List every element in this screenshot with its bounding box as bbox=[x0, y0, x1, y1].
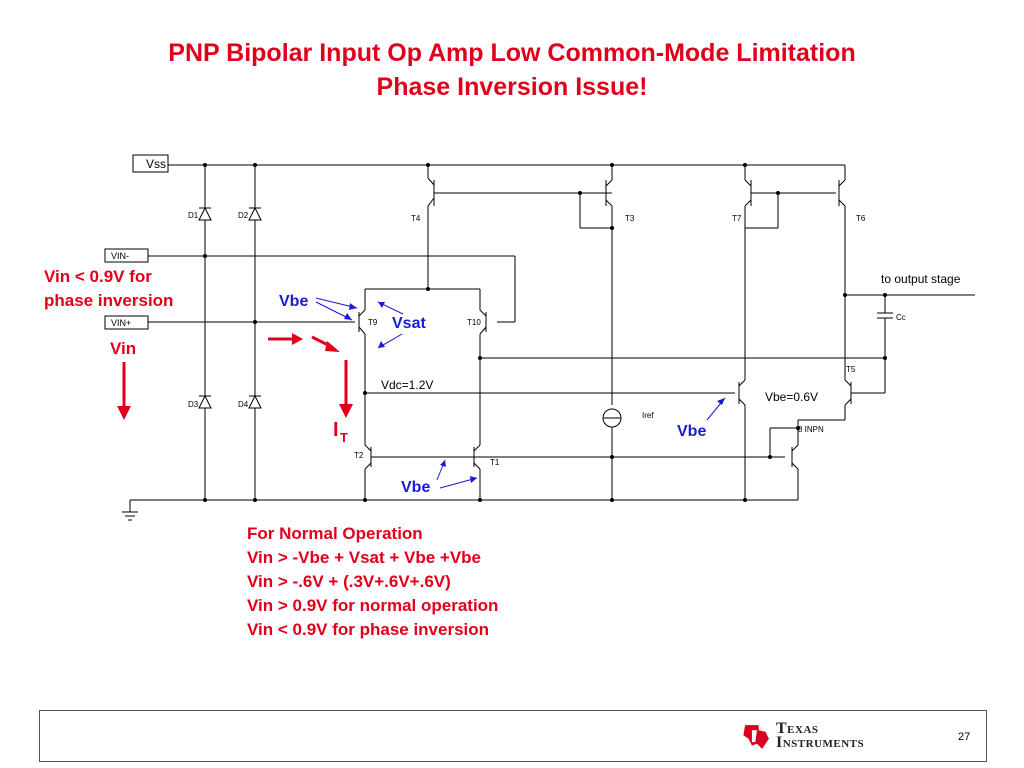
annotation-vbe-bottom: Vbe bbox=[401, 479, 430, 496]
vin-minus-label: VIN- bbox=[111, 251, 129, 261]
diodes bbox=[198, 206, 262, 409]
slide-title-line2: Phase Inversion Issue! bbox=[376, 73, 648, 101]
annotation-vbe-right: Vbe bbox=[677, 423, 706, 440]
vin-plus-label: VIN+ bbox=[111, 318, 131, 328]
circuit-schematic: Vss VIN- VIN+ D1 D2 D3 D4 T4 T3 T7 T6 T9… bbox=[44, 154, 975, 521]
label-t9: T9 bbox=[368, 318, 378, 327]
label-vdc: Vdc=1.2V bbox=[381, 378, 433, 392]
label-to-output: to output stage bbox=[881, 272, 961, 286]
normal-operation-notes: For Normal Operation Vin > -Vbe + Vsat +… bbox=[247, 522, 498, 642]
annotation-vbe-top: Vbe bbox=[279, 293, 308, 310]
label-d1: D1 bbox=[188, 211, 199, 220]
label-t3: T3 bbox=[625, 214, 635, 223]
notes-line4: Vin > 0.9V for normal operation bbox=[247, 596, 499, 615]
vin-minus-terminal: VIN- bbox=[104, 248, 149, 263]
blue-arrowheads bbox=[344, 302, 725, 483]
label-iref: Iref bbox=[642, 411, 654, 420]
diode-d2 bbox=[248, 206, 262, 221]
it-label: I T bbox=[333, 419, 348, 445]
it-main: I bbox=[333, 419, 339, 441]
annotation-vsat: Vsat bbox=[392, 315, 426, 332]
label-t10: T10 bbox=[467, 318, 481, 327]
ti-logo-icon bbox=[743, 725, 769, 749]
label-vbe-06: Vbe=0.6V bbox=[765, 390, 818, 404]
label-t6: T6 bbox=[856, 214, 866, 223]
notes-line5: Vin < 0.9V for phase inversion bbox=[247, 620, 490, 639]
diode-d3 bbox=[198, 394, 212, 409]
label-d3: D3 bbox=[188, 400, 199, 409]
ti-brand: Texas Instruments bbox=[776, 720, 865, 751]
label-t7: T7 bbox=[732, 214, 742, 223]
it-sub: T bbox=[340, 430, 348, 445]
junction-dots bbox=[203, 163, 887, 502]
red-arrowheads bbox=[117, 333, 353, 420]
label-t8: 8 INPN bbox=[798, 425, 824, 434]
notes-line3: Vin > -.6V + (.3V+.6V+.6V) bbox=[247, 572, 451, 591]
brand-line2: Instruments bbox=[776, 734, 865, 751]
notes-line2: Vin > -Vbe + Vsat + Vbe +Vbe bbox=[247, 548, 482, 567]
label-d2: D2 bbox=[238, 211, 249, 220]
vin-label: Vin bbox=[110, 339, 136, 358]
red-arrows bbox=[122, 335, 348, 410]
label-t2: T2 bbox=[354, 451, 364, 460]
diode-d4 bbox=[248, 394, 262, 409]
page-number: 27 bbox=[958, 731, 971, 743]
label-t4: T4 bbox=[411, 214, 421, 223]
label-d4: D4 bbox=[238, 400, 249, 409]
label-cc: Cc bbox=[896, 313, 906, 322]
vin-warning-line2: phase inversion bbox=[44, 291, 173, 310]
vin-plus-terminal: VIN+ bbox=[104, 315, 149, 330]
vss-label: Vss bbox=[146, 157, 166, 171]
brand-line1: Texas bbox=[776, 720, 819, 737]
slide-title-line1: PNP Bipolar Input Op Amp Low Common-Mode… bbox=[168, 39, 856, 67]
notes-line1: For Normal Operation bbox=[247, 524, 423, 543]
label-t1: T1 bbox=[490, 458, 500, 467]
vss-terminal: Vss bbox=[132, 154, 169, 173]
circuit-wires bbox=[122, 164, 975, 521]
vin-warning-line1: Vin < 0.9V for bbox=[44, 267, 152, 286]
diode-d1 bbox=[198, 206, 212, 221]
slide-footer bbox=[39, 710, 987, 762]
label-t5: T5 bbox=[846, 365, 856, 374]
